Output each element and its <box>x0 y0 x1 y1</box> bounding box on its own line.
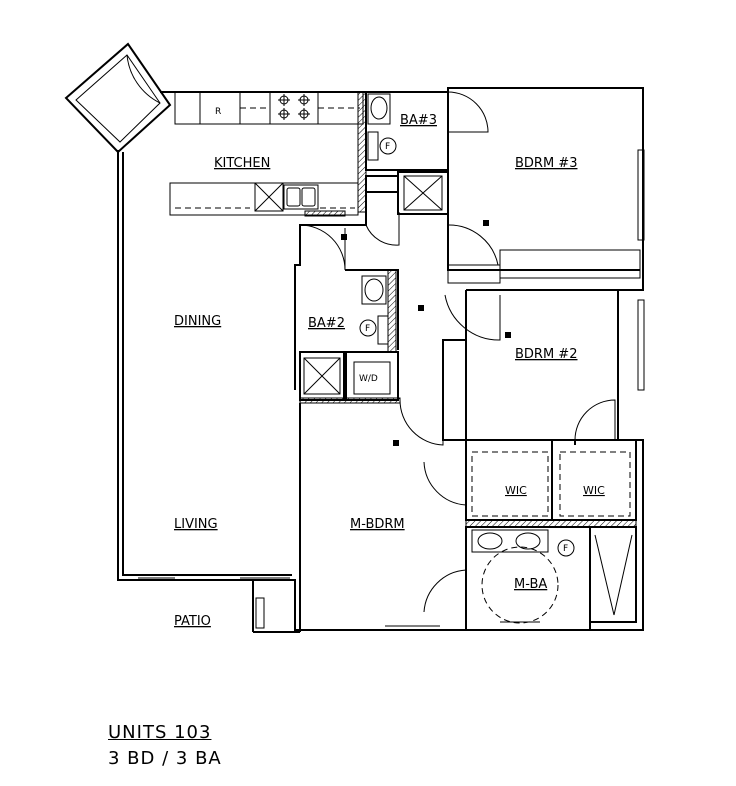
hallway <box>294 192 511 446</box>
bath-2-area <box>299 269 401 404</box>
patio-label: PATIO <box>174 614 211 629</box>
bath-2-label: BA#2 <box>308 316 345 331</box>
bath-3-area <box>365 91 489 215</box>
hall-light-5 <box>393 440 399 446</box>
hall-light-3 <box>418 305 424 311</box>
bath-3-label: BA#3 <box>400 113 437 128</box>
cooktop-icon <box>269 91 319 125</box>
dining-label: DINING <box>174 314 221 329</box>
bedroom-3-label: BDRM #3 <box>515 156 577 171</box>
hall-light-2 <box>483 220 489 226</box>
wic-2-label: WIC <box>583 484 605 497</box>
wic-1-label: WIC <box>505 484 527 497</box>
kitchen-label: KITCHEN <box>214 156 270 171</box>
living-windows <box>138 577 290 629</box>
master-bedroom-area <box>299 403 440 630</box>
bedroom-2-label: BDRM #2 <box>515 347 577 362</box>
master-bedroom-label: M-BDRM <box>350 517 405 532</box>
hvac-closet-3 <box>397 171 449 215</box>
room-labels: KITCHEN DINING LIVING PATIO BA#3 BA#2 BD… <box>174 107 605 629</box>
bedroom-2-area <box>399 289 645 446</box>
sink-icon <box>283 184 319 210</box>
dishwasher-icon <box>254 182 284 212</box>
unit-summary: 3 BD / 3 BA <box>108 748 222 769</box>
hall-light-1 <box>341 234 347 240</box>
washer-dryer-label: W/D <box>359 374 378 384</box>
master-bath-area <box>423 526 637 631</box>
bay-window <box>64 42 172 154</box>
unit-title: UNITS 103 <box>108 722 212 743</box>
furnace-symbol-3: F <box>385 142 390 152</box>
living-label: LIVING <box>174 517 218 532</box>
furnace-symbol-m: F <box>563 544 568 554</box>
kitchen-area <box>169 91 367 217</box>
master-bath-label: M-BA <box>514 577 547 592</box>
hvac-closet-2 <box>299 351 345 401</box>
hall-light-4 <box>505 332 511 338</box>
closets-area <box>423 439 637 528</box>
furnace-symbol-2: F <box>365 324 370 334</box>
refrigerator-label: R <box>215 107 221 117</box>
bedroom-3-area <box>447 132 645 284</box>
